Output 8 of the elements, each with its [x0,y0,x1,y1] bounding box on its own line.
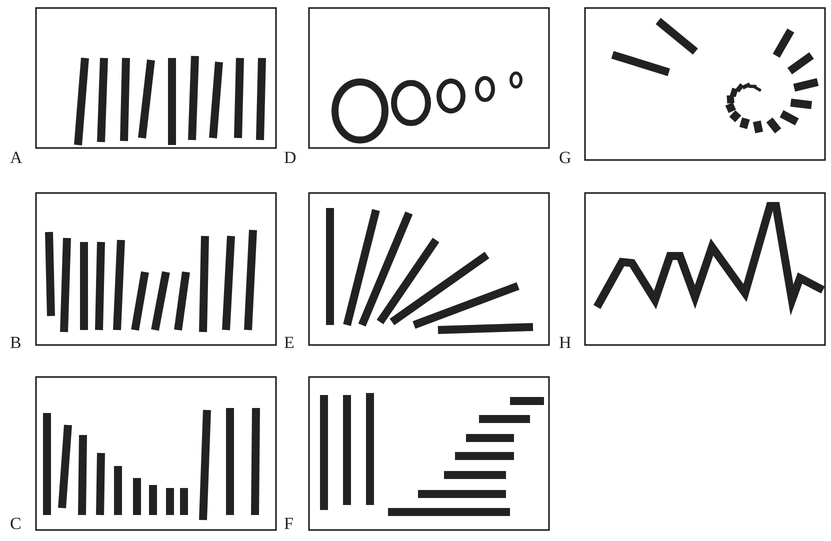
panel-letter: D [284,149,296,166]
panel-letter: A [10,149,22,166]
panel-letter: F [284,515,294,532]
panel-letter: B [10,334,22,351]
panel-letter: G [559,149,572,166]
panel-letter: H [559,334,572,351]
panel-letter: C [10,515,22,532]
panel-letter: E [284,334,294,351]
